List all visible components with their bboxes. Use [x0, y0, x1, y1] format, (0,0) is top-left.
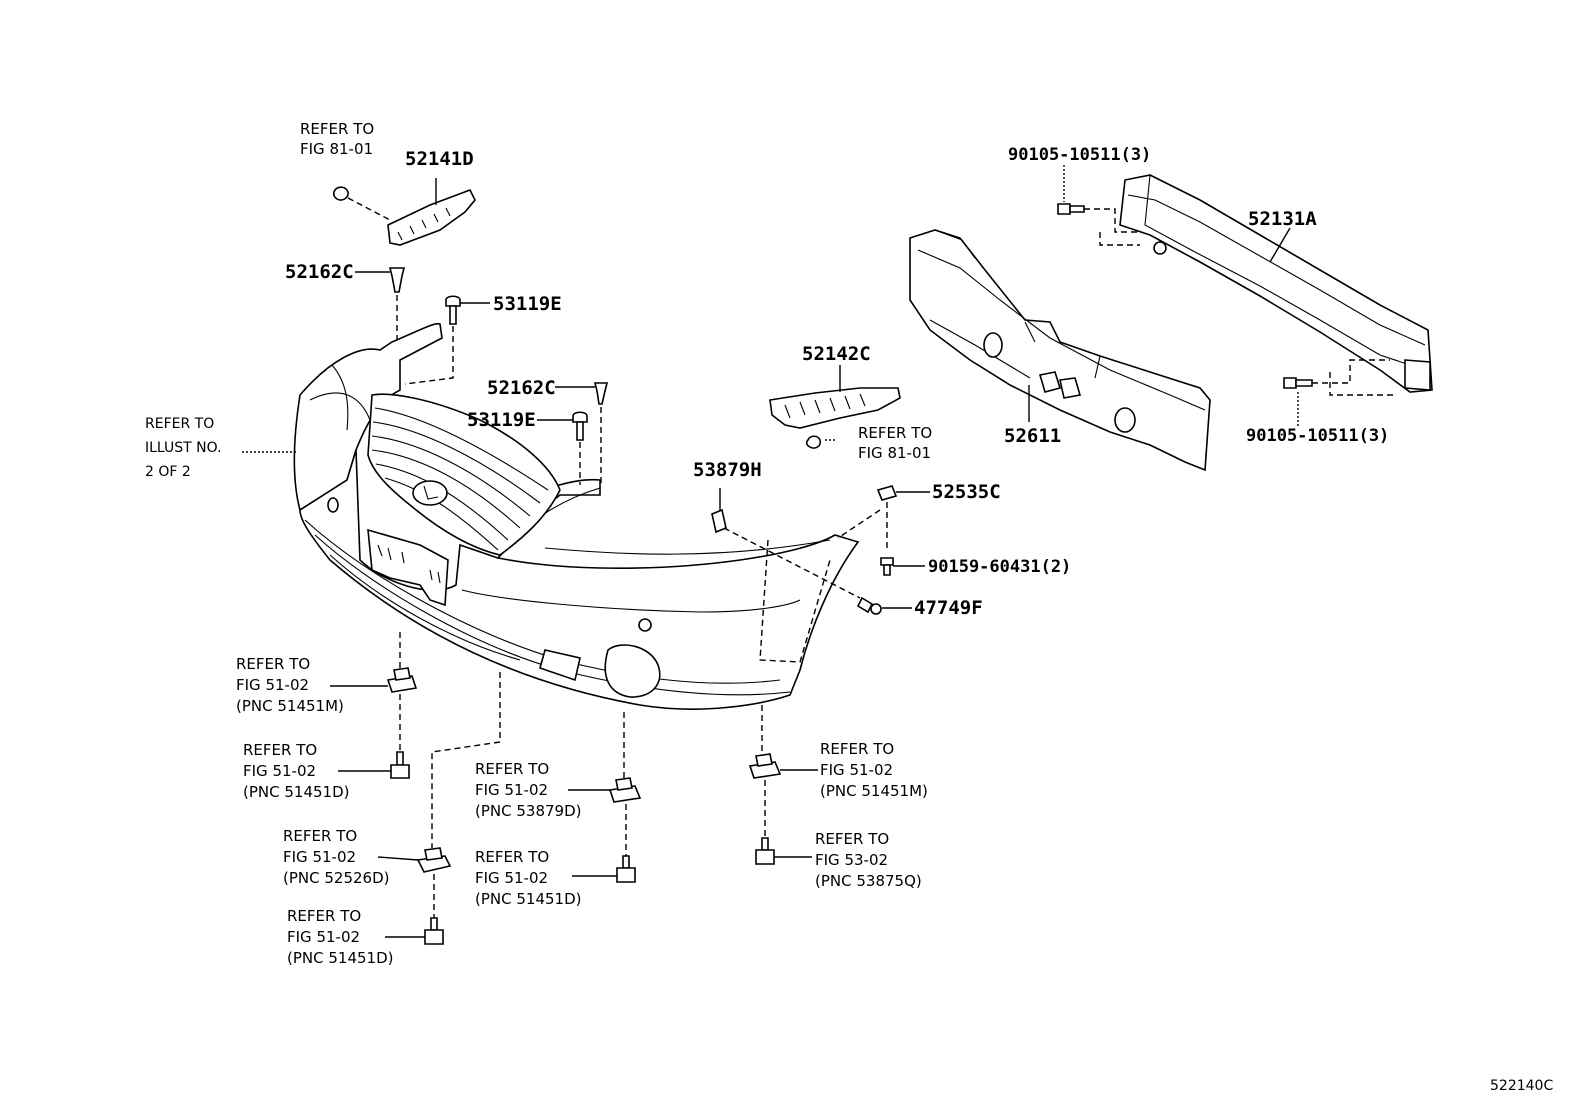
ref-53875q-line3: (PNC 53875Q) [815, 872, 922, 890]
ref-illust-line1: REFER TO [145, 416, 214, 432]
screw-90159-60431 [880, 557, 925, 576]
ref-53879d-line3: (PNC 53879D) [475, 802, 581, 820]
screw-51451d-center [572, 855, 636, 883]
ref-51451d-left-line3: (PNC 51451D) [243, 783, 349, 801]
ref-illust-line3: 2 OF 2 [145, 464, 191, 480]
ref-51451d-left-line1: REFER TO [243, 741, 317, 759]
screw-53875q [755, 837, 812, 865]
label-52162c-b: 52162C [487, 377, 556, 399]
retainer-51451m-left [330, 632, 418, 752]
ref-52526d-line3: (PNC 52526D) [283, 869, 389, 887]
ref-52526d-line2: FIG 51-02 [283, 848, 356, 866]
reinforcement-52131a [1119, 174, 1433, 393]
ref-52526d-line1: REFER TO [283, 827, 357, 845]
label-90105-10511-bottom: 90105-10511(3) [1246, 426, 1389, 446]
ref-51451d-bottom-line2: FIG 51-02 [287, 928, 360, 946]
label-52535c: 52535C [932, 481, 1001, 503]
screw-51451d-bottom [385, 917, 444, 945]
clip-53879h [711, 488, 861, 599]
bolt-53119e-b [537, 411, 588, 485]
ref-51451d-center-line1: REFER TO [475, 848, 549, 866]
label-52611: 52611 [1004, 425, 1061, 447]
label-53119e-a: 53119E [493, 293, 562, 315]
ref-51451m-left-line2: FIG 51-02 [236, 676, 309, 694]
ref-53875q-line1: REFER TO [815, 830, 889, 848]
ref-fig-8101-mid-line2: FIG 81-01 [858, 444, 931, 462]
ref-51451d-center-line2: FIG 51-02 [475, 869, 548, 887]
ref-fig-8101-top-line2: FIG 81-01 [300, 140, 373, 158]
absorber-52611 [909, 229, 1211, 472]
retainer-53879d [568, 712, 642, 856]
ref-51451m-left-line3: (PNC 51451M) [236, 697, 344, 715]
bracket-52141d [332, 178, 476, 246]
bolt-90105-top [1057, 165, 1140, 246]
bolt-53119e-a [404, 295, 490, 385]
label-53879h: 53879H [693, 459, 762, 481]
ref-51451d-center-line3: (PNC 51451D) [475, 890, 581, 908]
label-52142c: 52142C [802, 343, 871, 365]
screw-47749f [856, 596, 912, 615]
ref-53875q-line2: FIG 53-02 [815, 851, 888, 869]
ref-illust-line2: ILLUST NO. [145, 440, 222, 456]
label-53119e-b: 53119E [467, 409, 536, 431]
figure-code: 522140C [1490, 1078, 1553, 1094]
bumper-cover-52119 [293, 322, 860, 710]
ref-fig-8101-mid-line1: REFER TO [858, 424, 932, 442]
label-52162c-a: 52162C [285, 261, 354, 283]
screw-51451d-left [338, 751, 410, 779]
ref-53879d-line2: FIG 51-02 [475, 781, 548, 799]
label-52141d: 52141D [405, 148, 474, 170]
label-47749f: 47749F [914, 597, 983, 619]
bracket-52142c [769, 365, 901, 449]
clip-52162c-a [355, 267, 406, 340]
ref-51451m-right-line1: REFER TO [820, 740, 894, 758]
label-90105-10511-top: 90105-10511(3) [1008, 145, 1151, 165]
clip-52162c-b [555, 382, 609, 485]
ref-51451m-right-line3: (PNC 51451M) [820, 782, 928, 800]
clip-52526d [377, 672, 501, 918]
ref-fig-8101-top-line1: REFER TO [300, 120, 374, 138]
ref-51451d-bottom-line3: (PNC 51451D) [287, 949, 393, 967]
retainer-51451m-right [748, 705, 818, 838]
ref-51451d-bottom-line1: REFER TO [287, 907, 361, 925]
label-90159-60431: 90159-60431(2) [928, 557, 1071, 577]
ref-51451m-left-line1: REFER TO [236, 655, 310, 673]
ref-53879d-line1: REFER TO [475, 760, 549, 778]
ref-51451d-left-line2: FIG 51-02 [243, 762, 316, 780]
bolt-90105-bottom [1283, 359, 1395, 428]
label-52131a: 52131A [1248, 208, 1317, 230]
ref-51451m-right-line2: FIG 51-02 [820, 761, 893, 779]
nut-52535c [837, 485, 930, 548]
